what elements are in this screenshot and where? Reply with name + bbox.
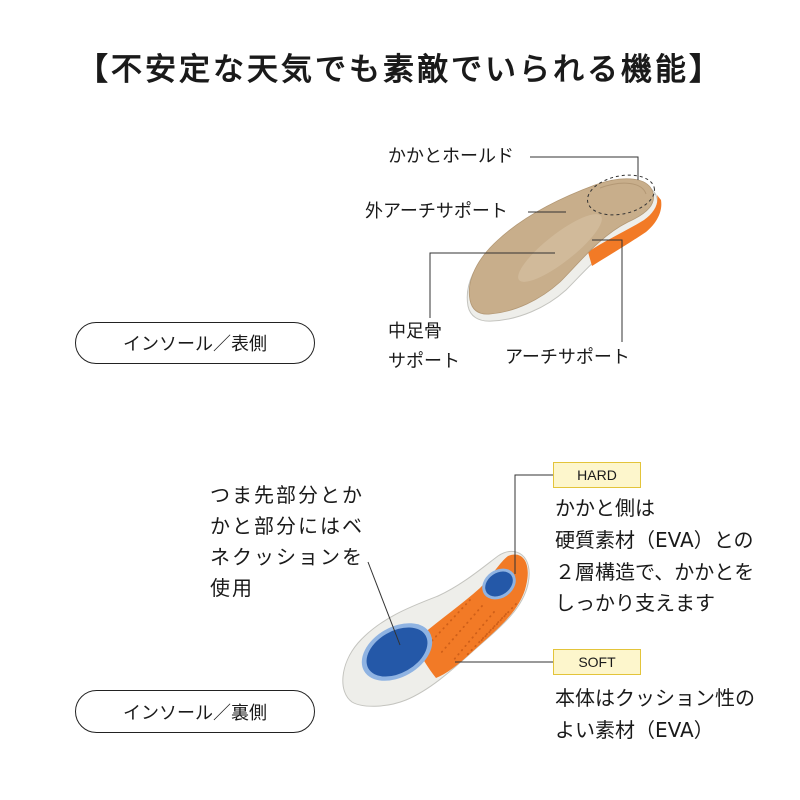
callout-outer-arch-support: 外アーチサポート bbox=[365, 201, 508, 222]
hard-description-line3: ２層構造で、かかとを bbox=[555, 560, 755, 584]
perforation-row bbox=[439, 605, 483, 655]
callout-arch-support: アーチサポート bbox=[505, 347, 630, 368]
forefoot-cushion-pad bbox=[366, 627, 428, 677]
insole-top-heel-edge bbox=[588, 195, 662, 266]
insole-top-heel-cup bbox=[599, 182, 647, 195]
bottom-view-label-text: インソール／裏側 bbox=[123, 702, 267, 724]
soft-badge-label: SOFT bbox=[578, 654, 616, 670]
heel-cushion-pad bbox=[485, 571, 513, 597]
soft-badge: SOFT bbox=[553, 649, 641, 675]
callout-metatarsal-support-line2: サポート bbox=[388, 351, 460, 372]
hard-badge: HARD bbox=[553, 462, 641, 488]
hard-description-line4: しっかり支えます bbox=[555, 591, 715, 615]
hard-description-line1: かかと側は bbox=[555, 496, 655, 520]
hard-badge-label: HARD bbox=[577, 467, 617, 483]
page-title: 【不安定な天気でも素敵でいられる機能】 bbox=[77, 52, 723, 88]
perforation-row bbox=[451, 611, 495, 663]
leader-line-heel-hold bbox=[530, 156, 639, 180]
bottom-view-label: インソール／裏側 bbox=[75, 690, 315, 733]
cushion-note-line2: かと部分にはベ bbox=[210, 514, 364, 538]
insole-bottom-view bbox=[342, 550, 530, 707]
cushion-note-line3: ネクッションを bbox=[210, 545, 364, 569]
cushion-note-line1: つま先部分とか bbox=[210, 483, 364, 507]
insole-top-view bbox=[466, 178, 662, 322]
soft-description-line2: よい素材（EVA） bbox=[555, 718, 714, 742]
heel-hold-marker bbox=[587, 174, 655, 216]
soft-description-line1: 本体はクッション性の bbox=[555, 686, 755, 710]
leader-line-hard bbox=[514, 474, 553, 574]
leader-line-metatarsal bbox=[429, 252, 555, 318]
perforation-row bbox=[427, 599, 471, 646]
insole-top-highlight bbox=[518, 214, 602, 282]
top-view-label: インソール／表側 bbox=[75, 322, 315, 364]
leader-line-arch bbox=[592, 239, 623, 342]
perforation-row bbox=[479, 603, 517, 643]
callout-metatarsal-support-line1: 中足骨 bbox=[388, 321, 442, 342]
cushion-note-line4: 使用 bbox=[210, 576, 254, 600]
hard-description-line2: 硬質素材（EVA）との bbox=[555, 528, 754, 552]
leader-line-cushion-note bbox=[367, 561, 401, 646]
top-view-label-text: インソール／表側 bbox=[123, 334, 267, 355]
callout-heel-hold: かかとホールド bbox=[388, 146, 514, 167]
